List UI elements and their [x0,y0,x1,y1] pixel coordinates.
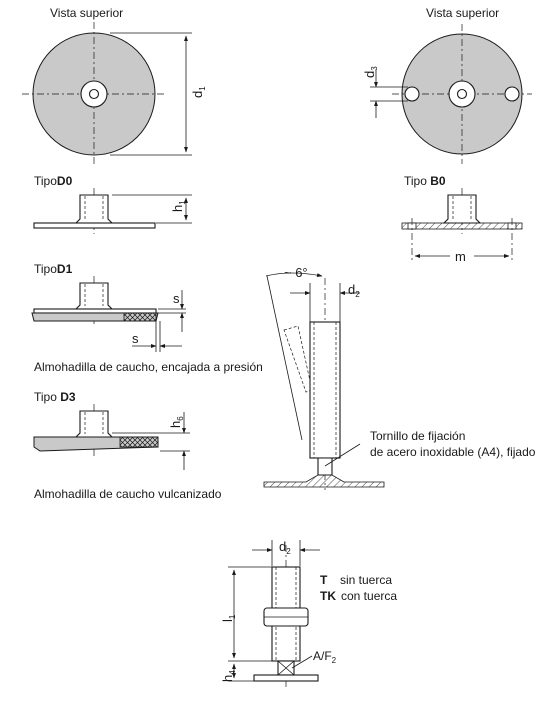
l1-label: l1 [220,614,237,622]
top-view-left-label: Vista superior [50,6,123,20]
d2-bottom-label: d2 [279,539,291,556]
l1-sub: 1 [228,614,237,619]
screw-note-line2: de acero inoxidable (A4), fijado [370,445,536,459]
s-horizontal-label: s [132,331,139,346]
type-d3: Tipo D3 h6 Almohadilla de caucho vulcani… [33,390,222,501]
svg-text:h4: h4 [220,670,237,682]
d2-top-sub: 2 [355,290,360,299]
d3-main: d [362,71,377,78]
h1-sub: 1 [178,200,187,205]
threaded-stud [309,321,341,459]
type-d3-prefix: Tipo [34,390,60,404]
tilted-stud-ghost [283,325,313,393]
d1-label: d1 [190,86,207,98]
d3-pad-section [119,436,159,448]
d0-plate [33,222,156,229]
b0-boss [442,194,482,224]
h6-sub: 6 [176,416,185,421]
bottom-stud: d2 l1 h4 A/F2 T sin tuerca TK con tuerca [220,539,397,690]
h6-label: h6 [168,416,185,428]
type-b0-label: Tipo B0 [404,174,446,188]
center-hole-b0 [456,88,468,100]
angle-label: ~ 6° [284,265,308,280]
foot-plate [253,674,319,682]
af-leader [291,655,313,669]
type-d0-prefix: Tipo [34,174,57,188]
d2-top-label: d2 [348,282,360,299]
d1-plate [33,308,157,314]
type-d1-prefix: Tipo [34,262,57,276]
type-d1-code: D1 [57,262,73,276]
af-label: A/F2 [313,649,337,665]
h1-label: h1 [170,200,187,212]
d3-sub: 3 [370,66,379,71]
top-view-right-label: Vista superior [426,6,499,20]
variant-t-text: sin tuerca [340,573,392,587]
type-d0-label: TipoD0 [34,174,73,188]
d1-main: d [190,91,205,98]
set-screw [317,457,333,476]
type-d3-code: D3 [60,390,76,404]
svg-text:l1: l1 [220,614,237,622]
screw-note-line1: Tornillo de fijación [370,429,465,443]
top-view-left: Vista superior d1 [22,6,207,166]
s-vertical-label: s [173,291,180,306]
base-plate-section [263,474,385,488]
d2-bottom-sub: 2 [286,547,291,556]
svg-text:d3: d3 [362,66,379,78]
b0-plate [401,222,523,230]
wrench-flats-cross [277,660,295,676]
h4-label: h4 [220,670,237,682]
type-b0-prefix: Tipo [404,174,430,188]
mounting-hole-left [404,86,420,102]
type-b0: Tipo B0 m [401,174,523,264]
type-d0-code: D0 [57,174,73,188]
pad-vulcanized-note: Almohadilla de caucho vulcanizado [34,487,222,501]
svg-text:d1: d1 [190,86,207,98]
h4-sub: 4 [228,670,237,675]
l1-main: l [220,619,235,622]
type-d0: TipoD0 h1 [33,174,192,234]
af-sub: 2 [332,656,337,665]
mounting-hole-right [504,86,520,102]
m-label: m [455,249,466,264]
h6-main: h [168,421,183,428]
d0-boss [74,194,114,224]
d3-label: d3 [362,66,379,78]
svg-text:h1: h1 [170,200,187,212]
variant-tk-text: con tuerca [341,589,397,603]
center-hole [88,88,100,100]
d1-boss [74,282,114,310]
d3-boss [74,410,114,438]
svg-text:h6: h6 [168,416,185,428]
d1-pad-section [123,312,157,322]
tilt-line [266,275,303,441]
h1-main: h [170,205,185,212]
type-d3-label: Tipo D3 [34,390,76,404]
type-d1-label: TipoD1 [34,262,73,276]
angle-arc [265,272,323,277]
screw-leader [324,443,361,467]
top-view-right: Vista superior d3 [362,6,532,164]
af-main: A/F [313,649,332,663]
tilt-assembly: ~ 6° d2 Tornillo de fijación de acero in… [263,265,536,490]
d2-top-main: d [348,282,355,297]
variant-t-code: T [320,573,328,587]
d2-bottom-main: d [279,539,286,554]
type-b0-code: B0 [430,174,446,188]
d1-sub: 1 [198,86,207,91]
h4-main: h [220,675,235,682]
type-d1: TipoD1 s s Almohadilla de caucho, encaja… [31,262,263,374]
variant-tk-code: TK [320,589,336,603]
pad-pressed-note: Almohadilla de caucho, encajada a presió… [34,360,263,374]
